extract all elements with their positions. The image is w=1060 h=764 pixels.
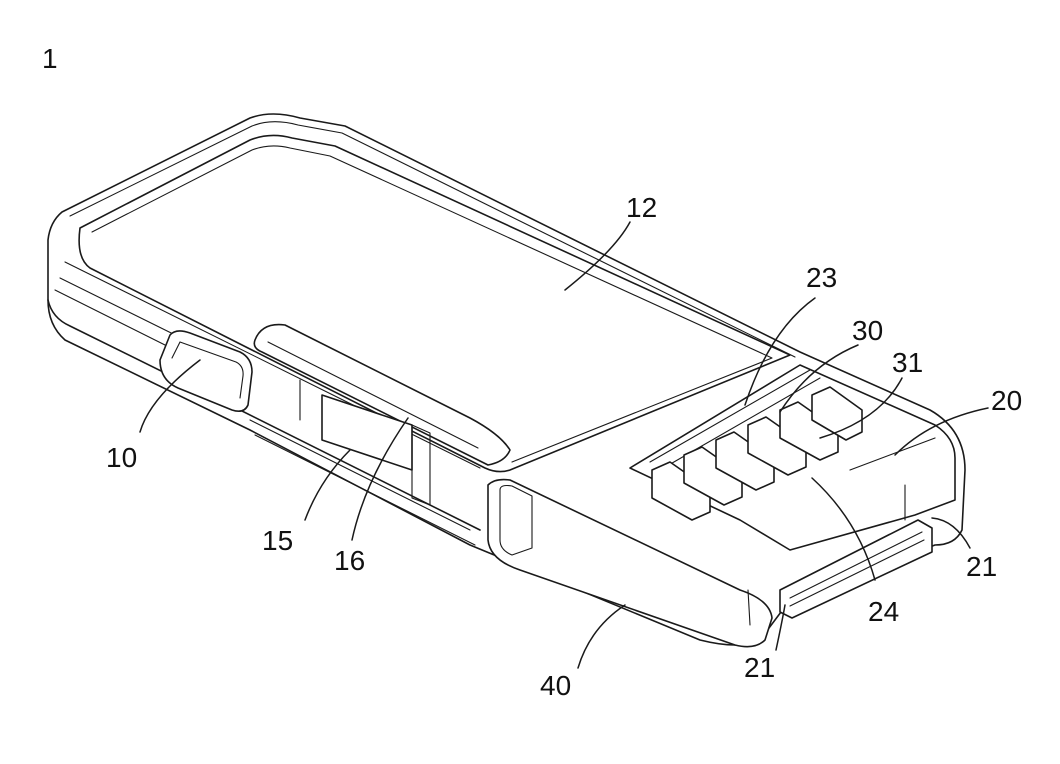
slide-grip [253, 323, 511, 466]
figure-number: 1 [42, 43, 58, 74]
label-21-bottom: 21 [744, 652, 775, 683]
front-cover [487, 478, 773, 648]
leader-lines [139, 221, 989, 669]
plug-tongue [779, 519, 933, 619]
label-30: 30 [852, 315, 883, 346]
label-12: 12 [626, 192, 657, 223]
label-20: 20 [991, 385, 1022, 416]
label-16: 16 [334, 545, 365, 576]
contact-pins [651, 386, 863, 521]
label-15: 15 [262, 525, 293, 556]
recess-window [249, 379, 476, 546]
label-10: 10 [106, 442, 137, 473]
label-23: 23 [806, 262, 837, 293]
label-24: 24 [868, 596, 899, 627]
top-cover-panel [64, 134, 791, 473]
label-21-right: 21 [966, 551, 997, 582]
label-40: 40 [540, 670, 571, 701]
label-31: 31 [892, 347, 923, 378]
